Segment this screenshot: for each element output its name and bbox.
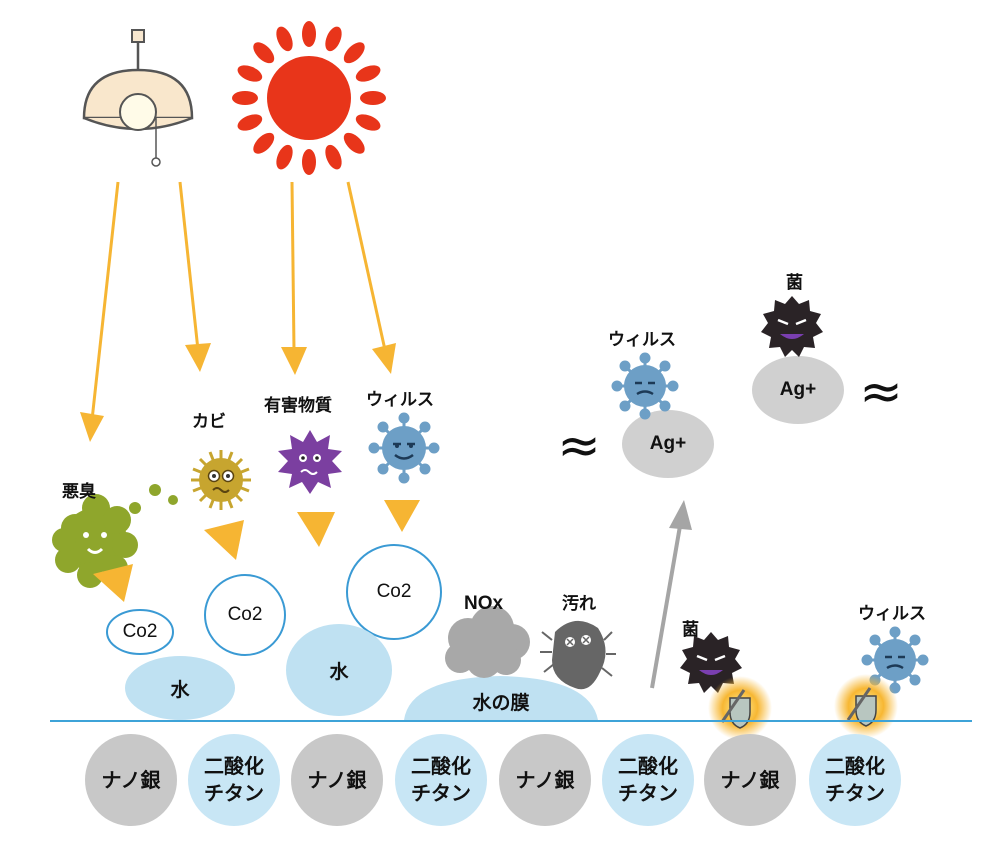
co2-text: Co2 <box>227 604 263 625</box>
titanium-dioxide-circle: 二酸化 チタン <box>809 734 901 826</box>
virus-icon <box>368 412 440 484</box>
ag-ion-text: Ag+ <box>779 379 817 400</box>
arrow-heads <box>80 343 396 442</box>
light-arrows <box>90 181 387 421</box>
odor-cloud-icon <box>52 484 178 588</box>
virus-label: ウィルス <box>608 330 676 350</box>
material-line1: ナノ銀 <box>515 767 575 792</box>
sun-icon <box>232 21 386 175</box>
ag-ion-blobs <box>622 356 844 478</box>
nano-silver-circle: ナノ銀 <box>85 734 177 826</box>
water-text: 水 <box>170 678 190 701</box>
material-line1: 二酸化 <box>411 754 471 778</box>
water-film-text: 水の膜 <box>472 691 530 714</box>
material-line1: 二酸化 <box>618 754 678 778</box>
co2-bubbles <box>106 544 442 656</box>
material-line1: 二酸化 <box>825 754 885 778</box>
wave-symbol: ≈ <box>859 362 903 422</box>
titanium-dioxide-circle: 二酸化 チタン <box>602 734 694 826</box>
titanium-dioxide-circle: 二酸化 チタン <box>188 734 280 826</box>
nano-silver-circle: ナノ銀 <box>704 734 796 826</box>
shield-burst-icon <box>834 674 898 738</box>
virus-icon <box>611 352 679 420</box>
water-text: 水 <box>329 660 349 683</box>
material-line1: ナノ銀 <box>720 767 780 792</box>
odor-label: 悪臭 <box>62 482 96 502</box>
co2-text: Co2 <box>376 581 412 602</box>
material-line1: ナノ銀 <box>307 767 367 792</box>
harmful-substance-label: 有害物質 <box>264 396 332 416</box>
nox-label: NOx <box>464 593 504 614</box>
material-line2: チタン <box>618 781 678 805</box>
virus-label: ウィルス <box>366 390 434 410</box>
reaction-triangles <box>93 500 420 602</box>
material-line2: チタン <box>204 781 264 805</box>
dirt-icon <box>540 620 616 690</box>
mold-label: カビ <box>192 412 226 432</box>
virus-icon <box>861 626 929 694</box>
co2-text: Co2 <box>122 621 158 642</box>
material-circles <box>85 734 901 826</box>
water-blobs <box>125 624 598 720</box>
virus-label: ウィルス <box>858 604 926 624</box>
nox-cloud-icon <box>445 606 530 678</box>
nano-silver-circle: ナノ銀 <box>291 734 383 826</box>
shield-burst-icon <box>708 676 772 740</box>
material-line1: 二酸化 <box>204 754 264 778</box>
material-line1: ナノ銀 <box>101 767 161 792</box>
material-line2: チタン <box>825 781 885 805</box>
titanium-dioxide-circle: 二酸化 チタン <box>395 734 487 826</box>
ag-ion-text: Ag+ <box>649 433 687 454</box>
bacteria-icon <box>761 296 823 357</box>
bacteria-label: 菌 <box>786 273 803 293</box>
ceiling-lamp-icon <box>82 29 194 167</box>
ion-release-arrow <box>650 500 692 689</box>
mold-icon <box>191 450 251 510</box>
material-line2: チタン <box>411 781 471 805</box>
wave-symbol: ≈ <box>557 416 601 476</box>
nano-silver-circle: ナノ銀 <box>499 734 591 826</box>
harmful-substance-icon <box>278 430 342 494</box>
dirt-label: 汚れ <box>562 594 596 614</box>
bacteria-icon <box>680 632 742 693</box>
bacteria-label: 菌 <box>682 620 699 640</box>
